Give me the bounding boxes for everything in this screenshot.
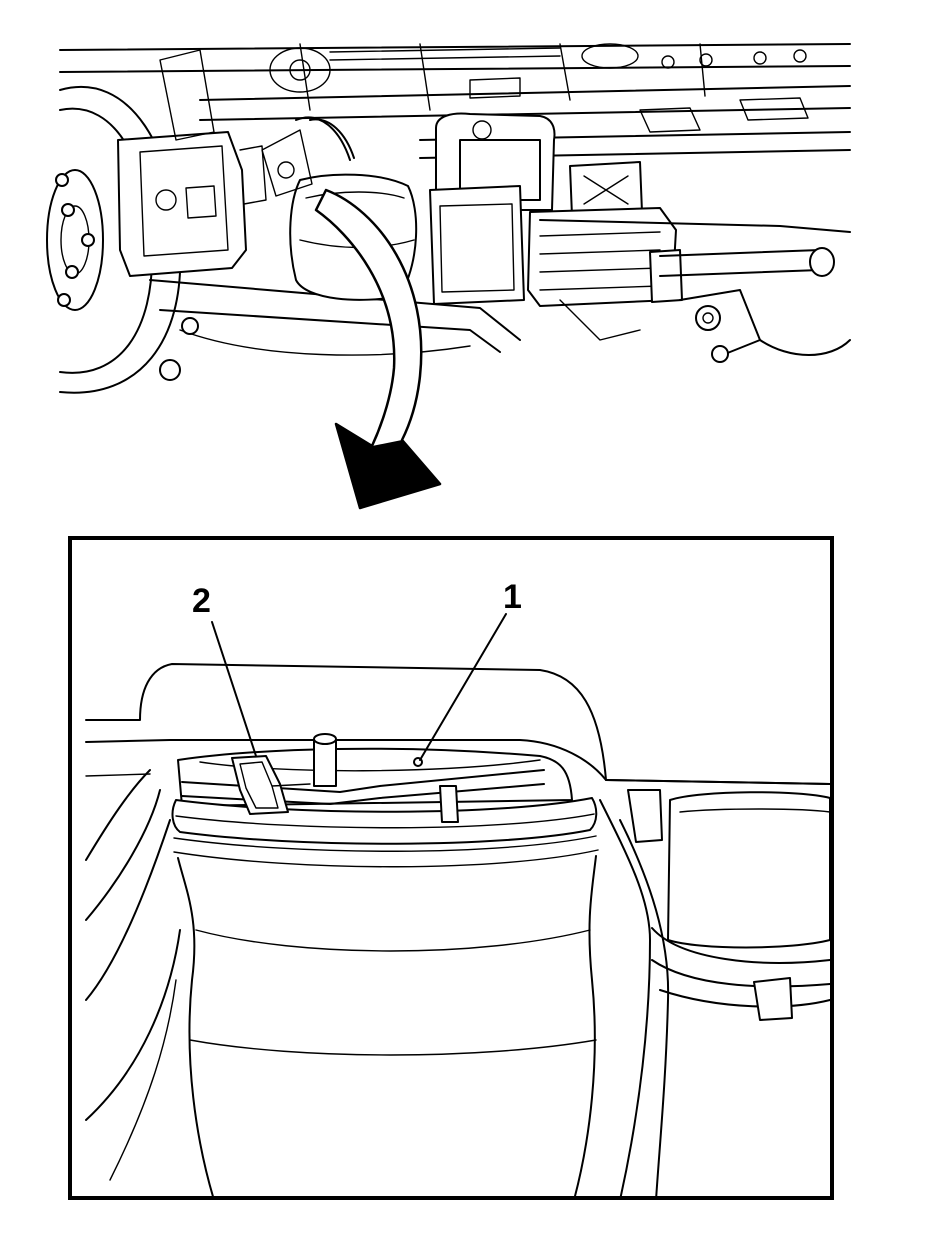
- air-spring-retaining-clip: [231, 755, 311, 815]
- brake-caliper: [117, 49, 267, 277]
- callout-2-label: 2: [192, 582, 211, 620]
- compressor-module: [527, 207, 683, 341]
- suspension-arm-left: [85, 769, 181, 1181]
- right-side-components: [599, 789, 831, 1198]
- differential-bracket: [429, 112, 643, 305]
- rear-crossmember: [539, 219, 851, 363]
- stabilizer-link: [261, 116, 355, 197]
- air-spring-bellows: [177, 855, 597, 1198]
- callout-1-leader: [419, 613, 507, 761]
- callout-2-leader: [211, 621, 257, 757]
- curved-arrow-icon: [314, 188, 442, 510]
- lower-control-arm: [149, 279, 521, 381]
- overview-rear-suspension: [46, 43, 851, 510]
- detail-view: 1 2: [68, 536, 834, 1200]
- callout-1-label: 1: [503, 578, 522, 616]
- upper-mount-plate: [85, 663, 831, 785]
